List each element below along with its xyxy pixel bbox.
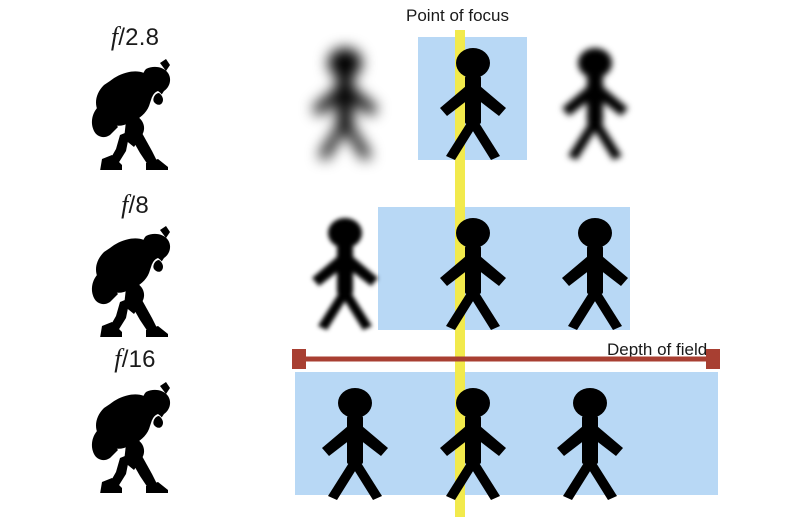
aperture-label-f8: f/8 xyxy=(35,190,235,220)
photographer-silhouette-f2-8 xyxy=(91,59,171,170)
depth-of-field-arrow xyxy=(292,349,720,369)
stick-figure-focus-f8 xyxy=(440,218,506,330)
aperture-number: /8 xyxy=(128,192,149,219)
photographer-silhouette-f16 xyxy=(91,382,171,493)
stick-figure-far-f16 xyxy=(557,388,623,500)
stick-figure-focus-f2-8 xyxy=(440,48,506,160)
aperture-number: /16 xyxy=(121,346,156,373)
stick-figure-near-f2-8 xyxy=(312,48,378,160)
stick-figure-near-f16 xyxy=(322,388,388,500)
point-of-focus-label: Point of focus xyxy=(406,6,510,25)
photographer-silhouette-f8 xyxy=(91,226,171,337)
aperture-f-glyph: f xyxy=(114,344,122,373)
stick-figure-far-f8 xyxy=(562,218,628,330)
stick-figure-focus-f16 xyxy=(440,388,506,500)
aperture-label-f2-8: f/2.8 xyxy=(35,22,235,52)
aperture-f-glyph: f xyxy=(121,190,129,219)
aperture-f-glyph: f xyxy=(110,22,119,51)
stick-figure-near-f8 xyxy=(312,218,378,330)
aperture-label-f16: f/16 xyxy=(35,344,235,374)
aperture-number: /2.8 xyxy=(118,24,160,51)
stick-figure-far-f2-8 xyxy=(562,48,628,160)
